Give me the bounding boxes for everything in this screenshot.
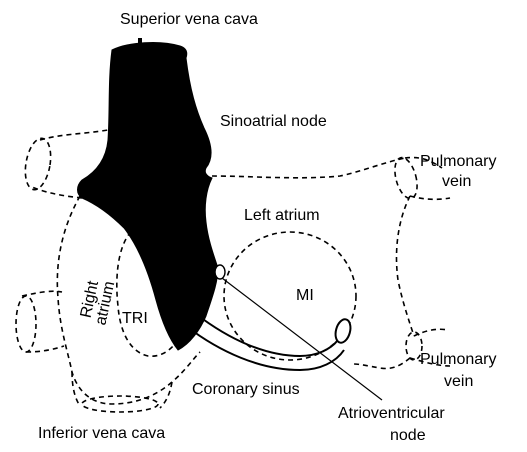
lower-left-vessel-end [16, 296, 36, 352]
coronary-sinus-tube [186, 314, 344, 370]
svc-tip [138, 38, 142, 46]
label-pulmonary-vein-lower-2: vein [444, 373, 473, 390]
av-node-marker [215, 265, 225, 279]
upper-left-vessel-end [22, 136, 55, 191]
label-superior-vena-cava: Superior vena cava [120, 11, 258, 28]
label-right-atrium: Right atrium [77, 276, 119, 326]
label-left-atrium: Left atrium [244, 207, 320, 224]
label-pulmonary-vein-upper-2: vein [442, 173, 471, 190]
inferior-vena-cava-stub [72, 372, 172, 408]
label-tri: TRI [122, 310, 148, 327]
label-pulmonary-vein-lower-1: Pulmonary [420, 351, 496, 368]
label-sinoatrial-node: Sinoatrial node [220, 113, 327, 130]
label-atrioventricular-node-2: node [390, 427, 426, 444]
label-inferior-vena-cava: Inferior vena cava [38, 425, 165, 442]
upper-pulmonary-vein-end [391, 155, 421, 201]
coronary-sinus-opening [333, 318, 353, 345]
label-atrioventricular-node-1: Atrioventricular [338, 405, 445, 422]
label-coronary-sinus: Coronary sinus [192, 381, 300, 398]
label-pulmonary-vein-upper-1: Pulmonary [420, 153, 496, 170]
label-mi: MI [296, 287, 314, 304]
